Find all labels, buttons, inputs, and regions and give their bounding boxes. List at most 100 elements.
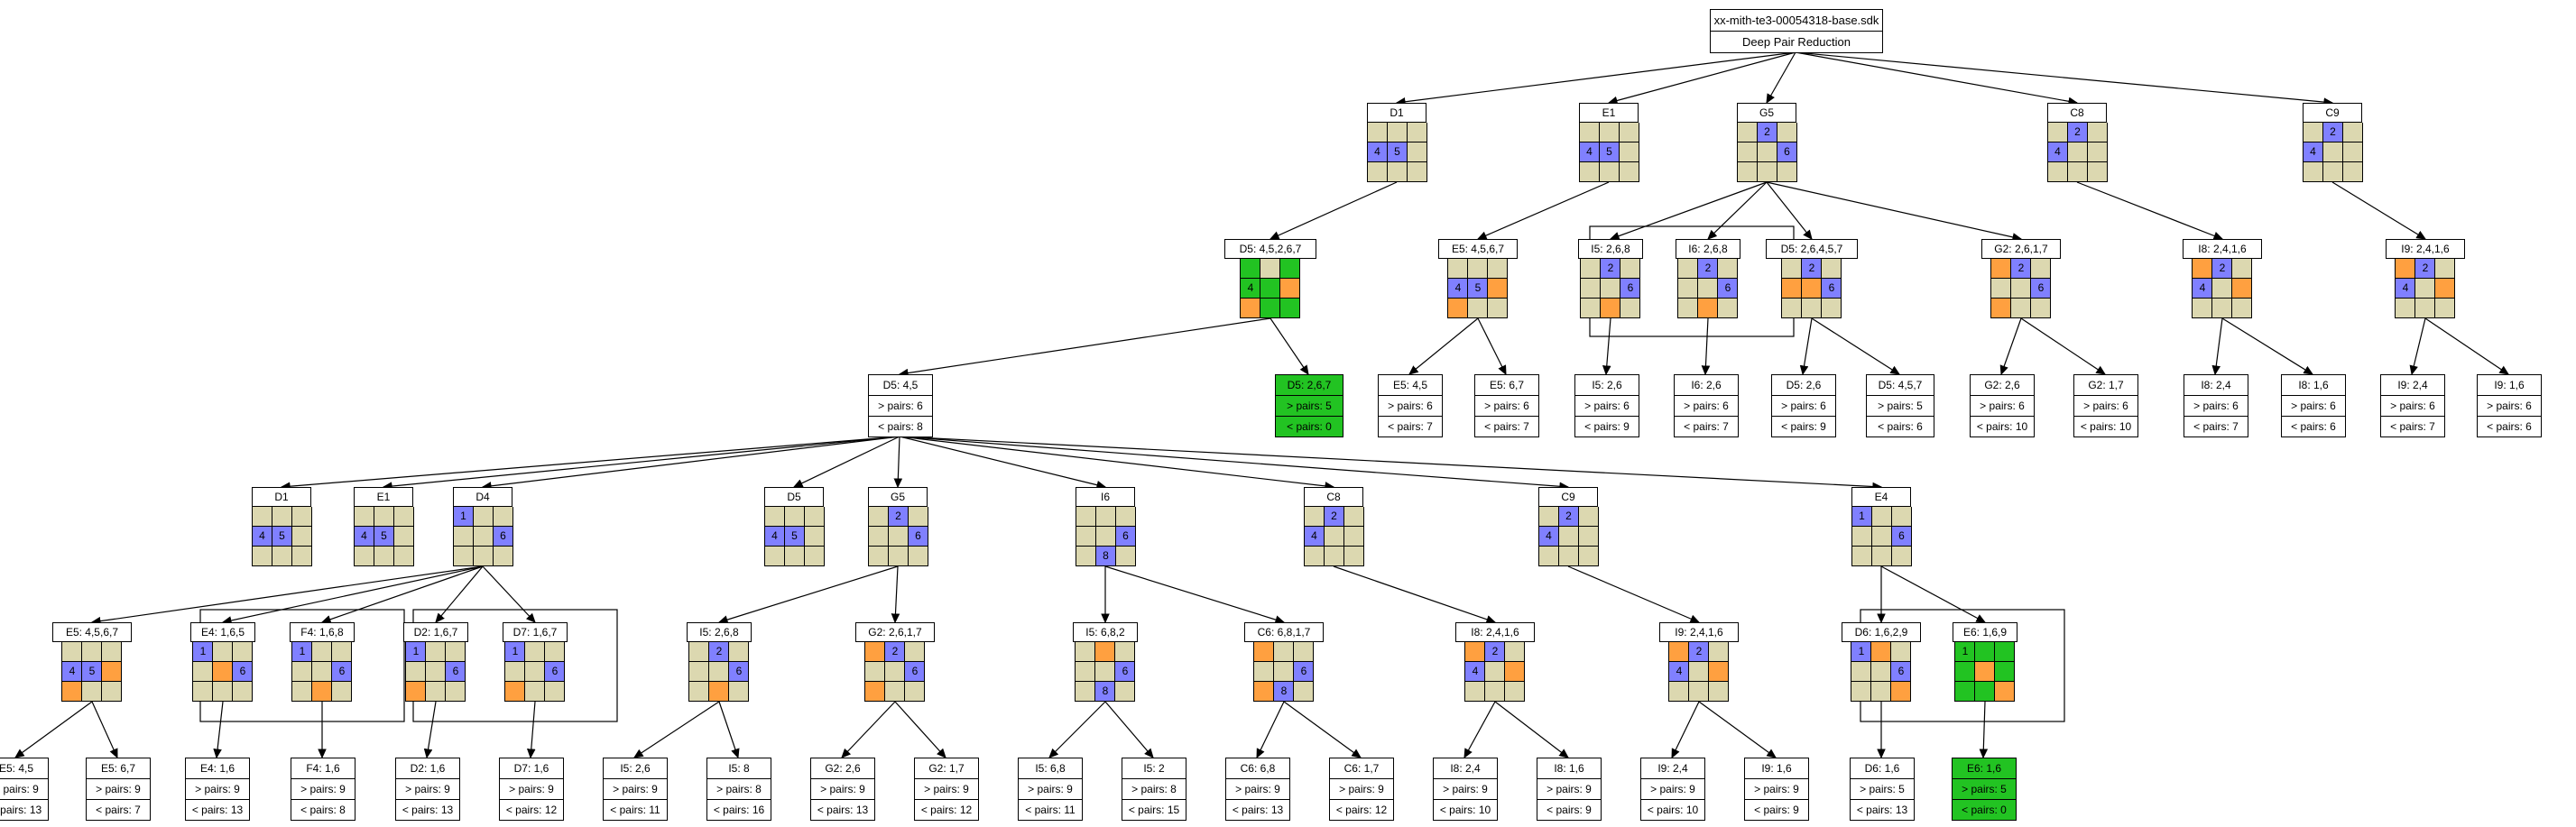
grid-cell: 2 [1689, 642, 1710, 662]
grid-cell: 2 [1485, 642, 1506, 662]
grid-cell [709, 662, 730, 682]
candidate-grid: 1 [1954, 642, 2016, 702]
stat-greater-pairs: > pairs: 6 [2184, 395, 2248, 416]
grid-cell [1718, 299, 1739, 318]
node-label: I8: 2,4,1,6 [1455, 622, 1535, 642]
stat-less-pairs: < pairs: 10 [1641, 799, 1704, 820]
grid-cell [2343, 123, 2363, 142]
grid-cell: 1 [1852, 507, 1872, 527]
grid-cell [1600, 123, 1620, 142]
grid-cell: 4 [1241, 279, 1261, 299]
grid-cell [1995, 662, 2016, 682]
edge-r5-i5-to-s5-i5-8 [718, 701, 740, 759]
grid-cell [1758, 142, 1777, 162]
edge-r5-e4-to-s5-e4-16 [213, 701, 224, 759]
grid-cell: 6 [545, 662, 566, 682]
edge-s-d5-45-to-r4-d5 [792, 436, 900, 488]
grid-cell [1782, 259, 1803, 279]
stat-node-s5-e6-16: E6: 1,6> pairs: 5< pairs: 0 [1952, 758, 2017, 821]
grid-cell [505, 682, 526, 702]
edge-r2-d5-to-s-d5-267 [1270, 317, 1309, 375]
grid-cell: 2 [709, 642, 730, 662]
node-label: D1 [1367, 103, 1426, 123]
grid-cell: 1 [292, 642, 313, 662]
stat-label: I8: 2,4 [2201, 379, 2231, 391]
edge-r5-e5-to-s5-e5-45 [14, 701, 93, 758]
grid-cell [1305, 507, 1325, 527]
grid-cell [102, 662, 123, 682]
grid-cell [1698, 279, 1719, 299]
grid-cell: 6 [1294, 662, 1315, 682]
edge-s-d5-45-to-r4-e4 [899, 436, 1883, 492]
stat-less-pairs: < pairs: 9 [1575, 416, 1639, 436]
grid-cell: 2 [2415, 259, 2436, 279]
grid-cell [1294, 682, 1315, 702]
stat-greater-pairs: > pairs: 6 [1675, 395, 1738, 416]
grid-cell: 4 [2193, 279, 2213, 299]
grid-cell [865, 682, 886, 702]
stat-less-pairs: < pairs: 6 [2282, 416, 2345, 436]
grid-cell [1579, 507, 1599, 527]
stat-label: I9: 2,4 [1657, 762, 1688, 775]
grid-cell [394, 547, 414, 566]
grid-cell [1115, 682, 1136, 702]
grid-cell [312, 642, 333, 662]
grid-cell [1975, 642, 1996, 662]
stat-greater-pairs: > pairs: 9 [1226, 778, 1289, 799]
stat-node-s5-i5-26: I5: 2,6> pairs: 9< pairs: 11 [603, 758, 668, 821]
grid-cell [1872, 527, 1892, 547]
edge-r4-d4-to-r5-e5 [90, 565, 484, 626]
edge-r2-i5-to-s-i5-26 [1602, 317, 1611, 376]
node-label: G5 [1737, 103, 1796, 123]
edge-s-d5-45-to-r4-c8 [899, 436, 1335, 491]
stat-node-s5-c6-68: C6: 6,8> pairs: 9< pairs: 13 [1225, 758, 1290, 821]
grid-cell [1852, 527, 1872, 547]
grid-cell: 2 [2212, 259, 2233, 279]
grid-cell [454, 547, 474, 566]
grid-cell [909, 547, 928, 566]
stat-less-pairs: < pairs: 10 [1434, 799, 1497, 820]
grid-cell [2435, 299, 2456, 318]
grid-cell [1851, 682, 1872, 702]
grid-cell [1344, 507, 1364, 527]
grid-cell [1095, 662, 1116, 682]
stat-node-s5-i9-16: I9: 1,6> pairs: 9< pairs: 9 [1744, 758, 1809, 821]
grid-cell [1468, 299, 1489, 318]
edge-r4-d4-to-r5-e4 [221, 565, 484, 625]
grid-cell: 6 [905, 662, 926, 682]
grid-cell: 4 [1448, 279, 1469, 299]
grid-cell [1709, 662, 1730, 682]
grid-cell [2435, 279, 2456, 299]
grid-cell [1115, 642, 1136, 662]
stat-less-pairs: < pairs: 12 [500, 799, 563, 820]
node-label: D7: 1,6,7 [502, 622, 568, 642]
grid-cell [1076, 527, 1096, 547]
stat-node-s5-i5-68: I5: 6,8> pairs: 9< pairs: 11 [1018, 758, 1083, 821]
grid-cell [2304, 162, 2323, 182]
grid-cell [1995, 682, 2016, 702]
grid-cell [1241, 259, 1261, 279]
stat-node-s5-i8-16: I8: 1,6> pairs: 9< pairs: 9 [1537, 758, 1602, 821]
grid-cell [1488, 259, 1509, 279]
edge-s-d5-45-to-r4-d1 [280, 436, 900, 492]
stat-greater-pairs: > pairs: 9 [186, 778, 249, 799]
grid-cell: 6 [446, 662, 466, 682]
grid-cell [1871, 662, 1892, 682]
stat-node-s-g2-26: G2: 2,6> pairs: 6< pairs: 10 [1970, 374, 2035, 437]
grid-cell [312, 662, 333, 682]
